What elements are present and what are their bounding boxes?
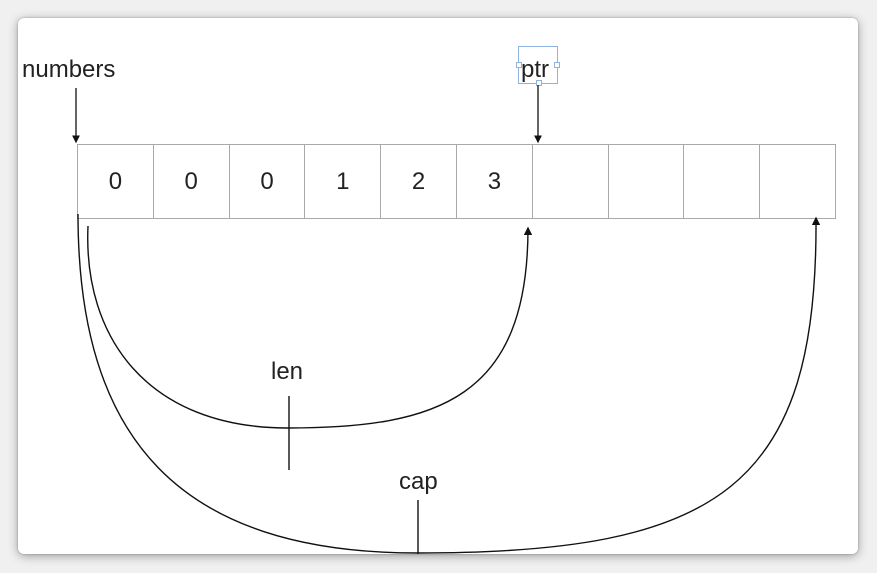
ptr-label[interactable]: ptr <box>521 56 550 83</box>
len-curve <box>87 225 533 429</box>
array-cell: 0 <box>152 144 230 219</box>
numbers-label: numbers <box>22 56 116 83</box>
array-cell <box>759 144 836 219</box>
array-cell <box>683 144 761 219</box>
cap-label: cap <box>399 468 438 495</box>
diagram-canvas: numbers ptr 0 0 0 1 2 3 len cap <box>18 18 858 554</box>
selection-handle-bottom[interactable] <box>536 80 542 86</box>
selection-handle-left[interactable] <box>516 62 522 68</box>
array-cell: 1 <box>304 144 382 219</box>
array-cell: 3 <box>455 144 533 219</box>
array-cell: 2 <box>380 144 457 219</box>
selection-handle-right[interactable] <box>554 62 560 68</box>
array-cell: 0 <box>228 144 306 219</box>
array-cell <box>531 144 609 219</box>
ptr-selection-box[interactable] <box>516 46 560 86</box>
array-cell <box>607 144 685 219</box>
array-cell: 0 <box>77 144 154 219</box>
len-label: len <box>271 358 304 385</box>
array-cells: 0 0 0 1 2 3 <box>77 144 836 219</box>
cap-curve <box>77 213 821 554</box>
connector-overlay <box>72 85 821 554</box>
